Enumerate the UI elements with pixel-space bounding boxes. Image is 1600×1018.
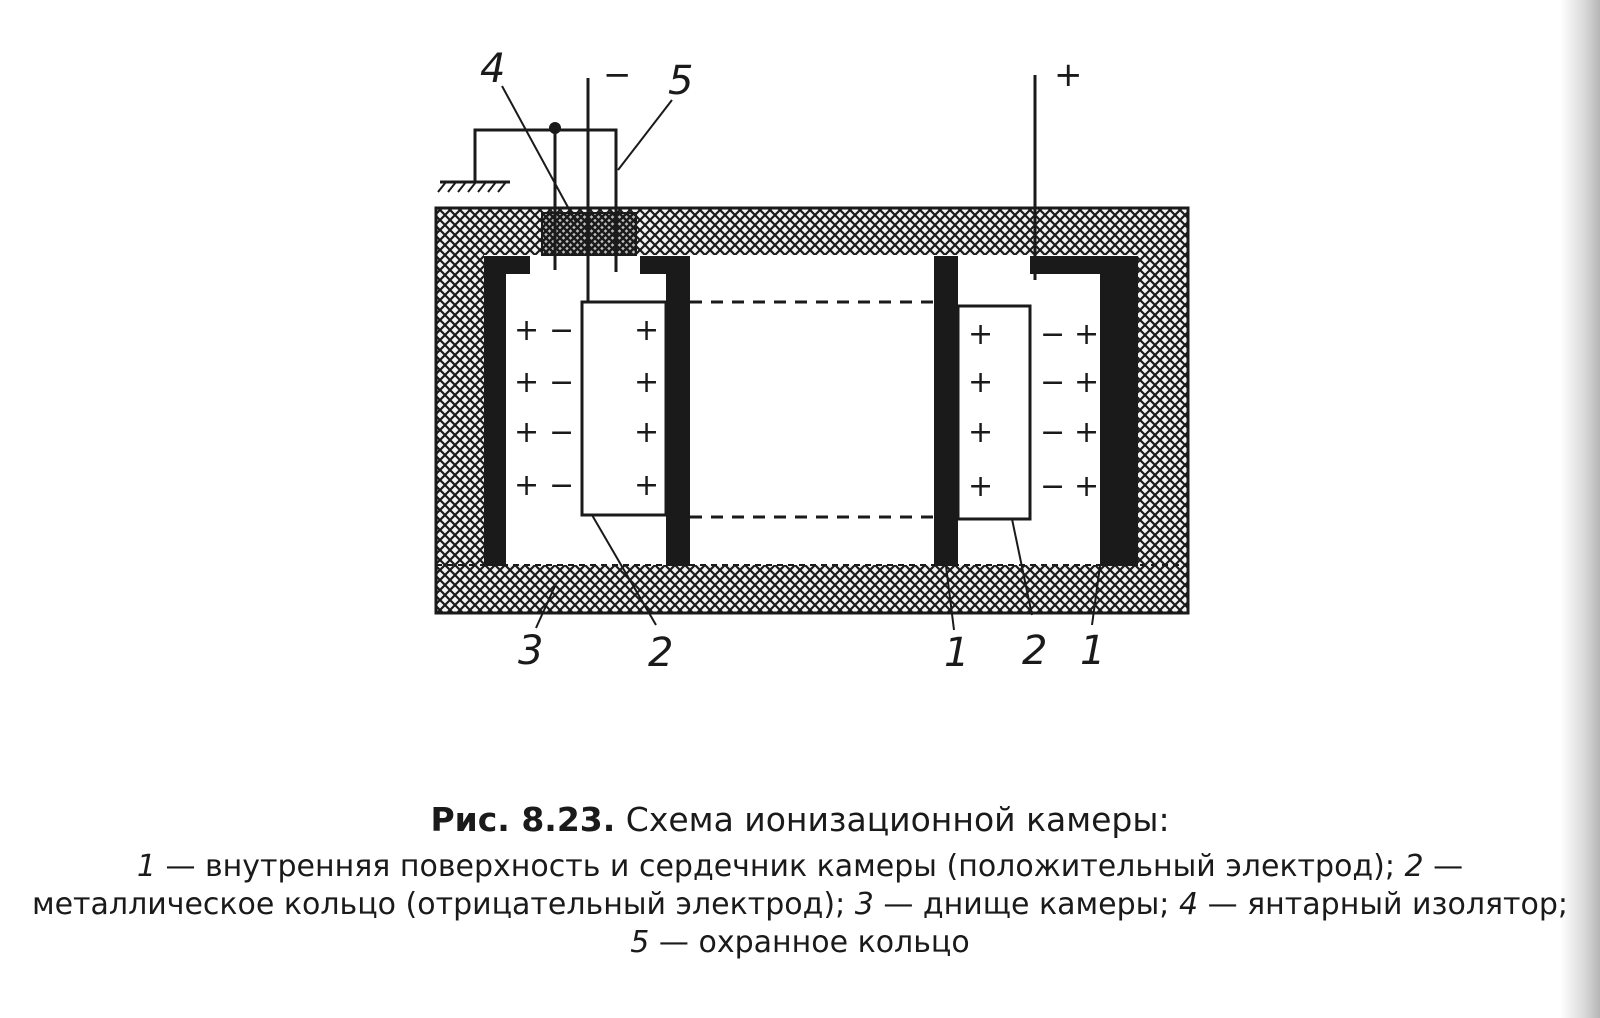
svg-text:−: − [1040, 365, 1065, 400]
charges-left-gap: + − + − + − + − [514, 313, 574, 503]
svg-text:−: − [1040, 317, 1065, 352]
svg-text:−: − [549, 313, 574, 348]
legend-text-1: — внутренняя поверхность и сердечник кам… [155, 849, 1405, 884]
charges-right-ring: + + + + [968, 317, 993, 504]
svg-text:−: − [1040, 415, 1065, 450]
callout-2-metal-ring-right: 2 [1022, 628, 1047, 674]
svg-text:−: − [1040, 469, 1065, 504]
svg-text:+: + [1074, 365, 1099, 400]
svg-text:+: + [968, 415, 993, 450]
top-connections [440, 75, 1037, 302]
svg-text:+: + [1074, 469, 1099, 504]
legend-num-1: 1 [136, 849, 156, 884]
junction-dot [549, 122, 561, 134]
svg-text:+: + [1074, 317, 1099, 352]
legend-text-5: — охранное кольцо [649, 925, 970, 960]
legend-num-5: 5 [630, 925, 650, 960]
polarity-negative-label: − [603, 55, 632, 95]
svg-text:−: − [549, 468, 574, 503]
figure-number: Рис. 8.23. [430, 800, 616, 839]
figure-caption-legend: 1 — внутренняя поверхность и сердечник к… [30, 848, 1570, 962]
svg-text:+: + [514, 468, 539, 503]
metal-ring-negative-electrode [580, 300, 1032, 521]
svg-text:+: + [968, 365, 993, 400]
svg-text:+: + [634, 365, 659, 400]
figure-caption-title: Рис. 8.23. Схема ионизационной камеры: [30, 800, 1570, 839]
legend-text-2: — металлическое кольцо (отрицательный эл… [31, 849, 1464, 922]
legend-num-4: 4 [1178, 887, 1199, 922]
svg-text:+: + [514, 415, 539, 450]
callout-leaders [501, 85, 1101, 631]
polarity-positive-label: + [1054, 55, 1083, 95]
svg-text:−: − [549, 415, 574, 450]
charges-right-gap: − + − + − + − + [1040, 317, 1099, 504]
positive-electrode-inner-surface [484, 256, 1138, 566]
page-binding-shadow [1560, 0, 1600, 1018]
svg-text:+: + [514, 313, 539, 348]
svg-text:+: + [634, 415, 659, 450]
callout-5-guard-ring: 5 [668, 58, 693, 104]
legend-num-2: 2 [1404, 849, 1424, 884]
legend-text-4: — янтарный изолятор; [1198, 887, 1569, 922]
callout-3-chamber-bottom: 3 [518, 628, 543, 674]
charges-left-ring: + + + + [634, 313, 659, 503]
callout-1-inner-surface-core: 1 [944, 630, 969, 676]
callout-4-amber-insulator: 4 [480, 46, 505, 92]
svg-text:−: − [549, 365, 574, 400]
callout-1-inner-surface-wall: 1 [1080, 628, 1105, 674]
svg-text:+: + [634, 468, 659, 503]
legend-num-3: 3 [854, 887, 874, 922]
svg-text:+: + [1074, 415, 1099, 450]
figure-title: Схема ионизационной камеры: [625, 800, 1170, 839]
svg-text:+: + [634, 313, 659, 348]
legend-text-3: — днище камеры; [873, 887, 1179, 922]
svg-text:+: + [514, 365, 539, 400]
ground-symbol [437, 181, 507, 193]
chamber-core [666, 256, 958, 566]
svg-text:+: + [968, 469, 993, 504]
callout-2-metal-ring-left: 2 [648, 630, 673, 676]
svg-text:+: + [968, 317, 993, 352]
